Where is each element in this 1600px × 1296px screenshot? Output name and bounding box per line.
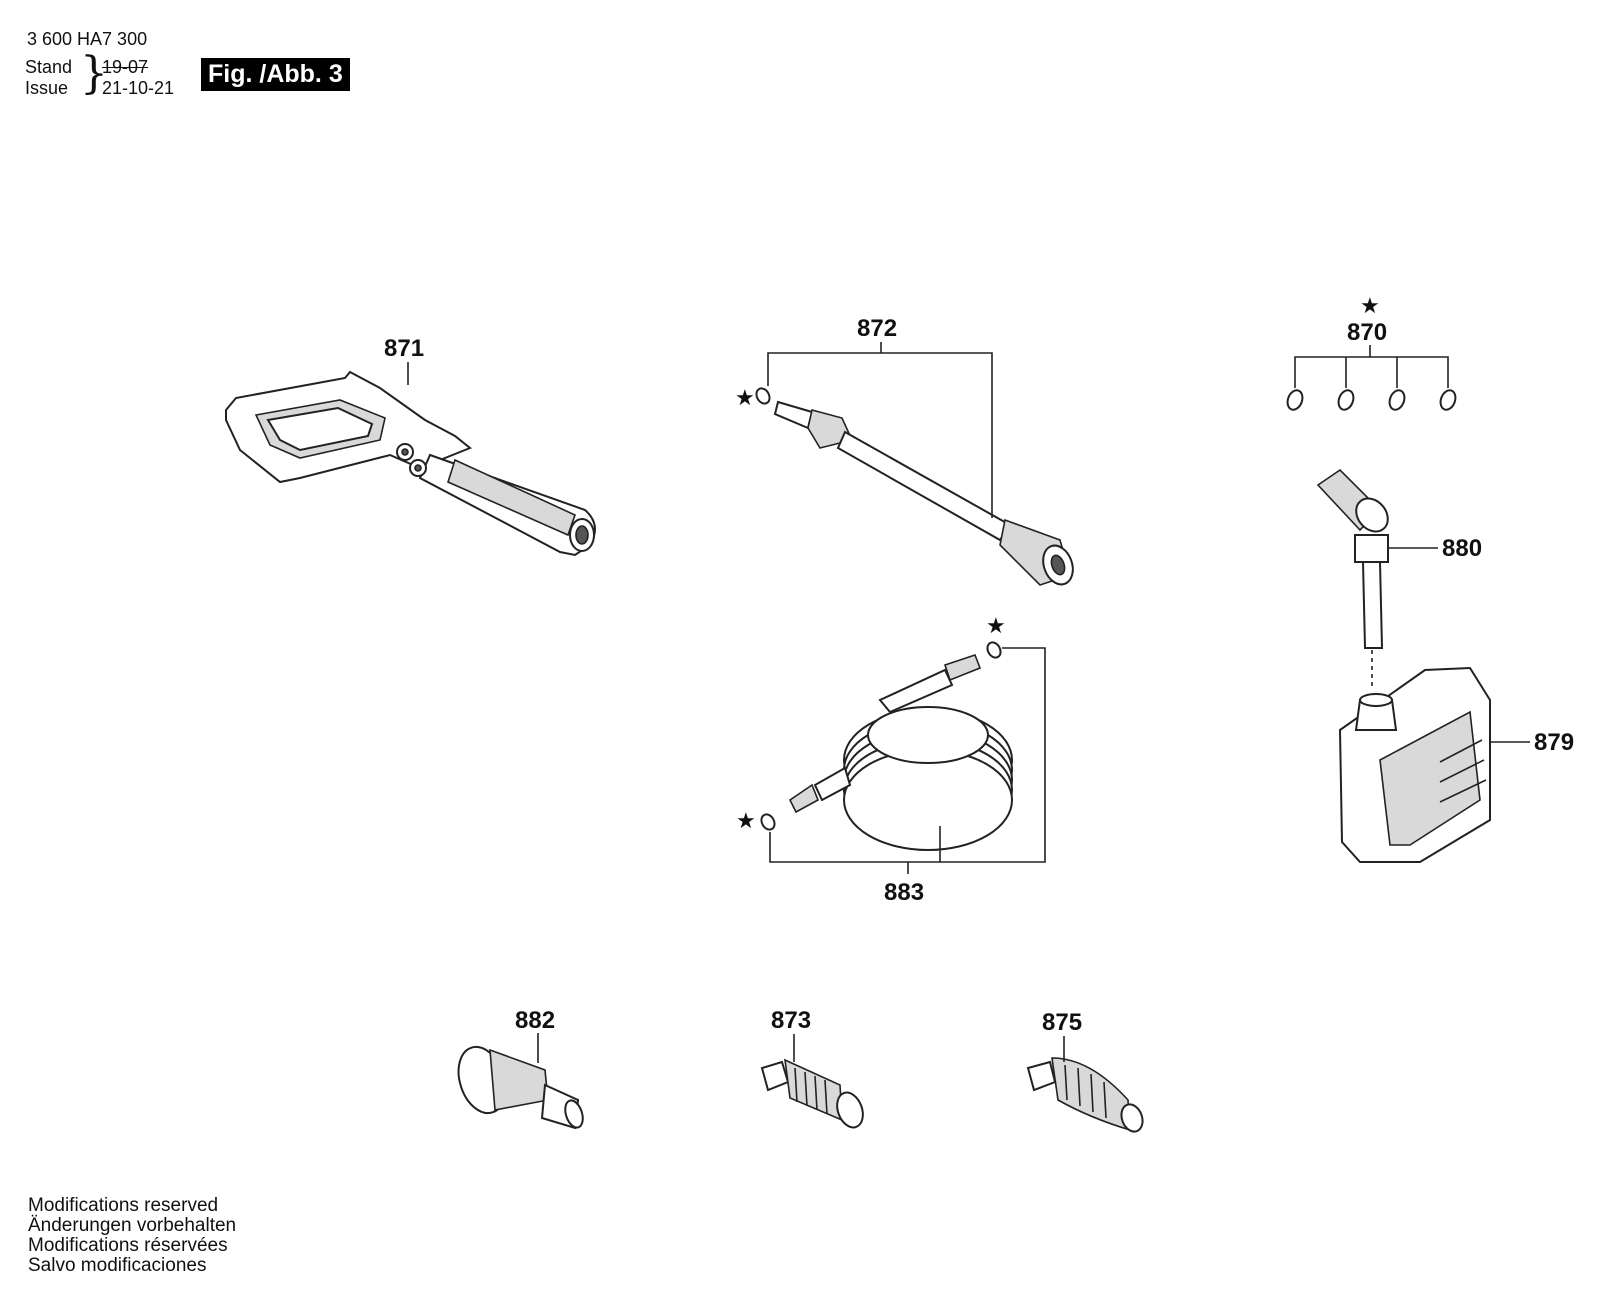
callout-870: 870 — [1347, 319, 1387, 346]
notice-line-fr: Modifications réservées — [28, 1235, 228, 1256]
part-880-suction-tube[interactable] — [1316, 468, 1394, 690]
part-870-o-rings[interactable] — [1285, 388, 1458, 412]
part-879-detergent-tank[interactable] — [1338, 666, 1491, 863]
issue-date: 21-10-21 — [102, 78, 175, 98]
notice-line-es: Salvo modificaciones — [28, 1255, 207, 1276]
star-mark-870: ★ — [1360, 294, 1380, 319]
callout-883: 883 — [884, 879, 924, 906]
part-873-nozzle[interactable] — [760, 1058, 867, 1131]
star-mark-883-top: ★ — [986, 614, 1006, 639]
part-872-lance[interactable] — [754, 386, 1078, 589]
star-mark-883-bottom: ★ — [736, 809, 756, 834]
issue-label: Issue — [25, 78, 69, 98]
notice-line-en: Modifications reserved — [28, 1195, 219, 1216]
figure-label: Fig. /Abb. 3 — [201, 58, 350, 91]
brace-glyph: } — [80, 48, 108, 99]
part-875-rotary-nozzle[interactable] — [1026, 1057, 1146, 1135]
notice-line-de: Änderungen vorbehalten — [28, 1215, 237, 1236]
old-stand-date: 19-07 — [102, 57, 149, 77]
callout-872: 872 — [857, 315, 897, 342]
modifications-notice: Modifications reserved Änderungen vorbeh… — [28, 1196, 236, 1276]
part-883-hose[interactable] — [759, 640, 1013, 851]
star-mark-872: ★ — [735, 386, 755, 411]
callout-873: 873 — [771, 1007, 811, 1034]
callout-880: 880 — [1442, 535, 1482, 562]
callout-875: 875 — [1042, 1009, 1082, 1036]
part-871-spray-gun[interactable] — [225, 370, 596, 557]
callout-879: 879 — [1534, 729, 1574, 756]
callout-871: 871 — [384, 335, 424, 362]
part-882-adapter[interactable] — [451, 1041, 586, 1130]
stand-label: Stand — [25, 57, 73, 77]
document-number: 3 600 HA7 300 — [27, 29, 148, 49]
callout-882: 882 — [515, 1007, 555, 1034]
